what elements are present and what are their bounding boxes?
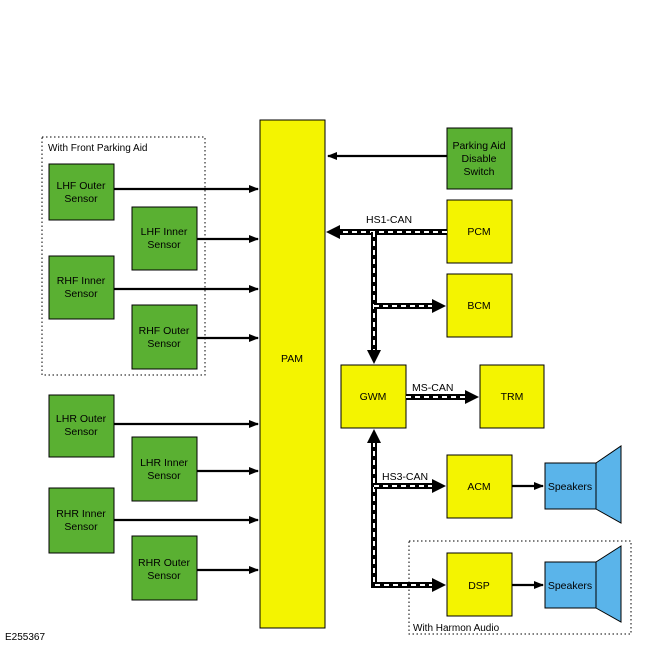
- svg-text:Sensor: Sensor: [64, 426, 98, 438]
- switch-line3: Switch: [464, 166, 495, 178]
- switch-line1: Parking Aid: [452, 140, 505, 152]
- sensor-rhf-inner-line1: RHF Inner: [57, 275, 106, 287]
- sensor-lhf-inner-line1: LHF Inner: [141, 226, 188, 238]
- arrowhead-trm: [465, 390, 479, 404]
- sensor-lhf-outer-line2: Sensor: [64, 193, 98, 205]
- harmon-audio-label: With Harmon Audio: [413, 623, 500, 634]
- trm-module: TRM: [479, 364, 545, 429]
- svg-text:Sensor: Sensor: [147, 338, 181, 350]
- svg-text:Parking Aid: Parking Aid: [452, 140, 505, 152]
- speakers-dsp-label: Speakers: [548, 580, 592, 592]
- pam-label: PAM: [281, 353, 303, 365]
- svg-text:Switch: Switch: [464, 166, 495, 178]
- sensor-rhr-inner-line2: Sensor: [64, 521, 98, 533]
- gwm-module: GWM: [340, 364, 407, 429]
- sensor-lhf-inner: LHF Inner Sensor: [131, 206, 198, 271]
- dsp-label: DSP: [468, 580, 490, 592]
- sensor-lhr-outer-line2: Sensor: [64, 426, 98, 438]
- sensor-rhr-outer: RHR Outer Sensor: [131, 535, 198, 601]
- switch-line2: Disable: [461, 153, 496, 165]
- svg-text:Sensor: Sensor: [64, 288, 98, 300]
- front-parking-aid-label: With Front Parking Aid: [48, 143, 147, 154]
- sensor-rhf-outer: RHF Outer Sensor: [131, 304, 198, 370]
- sensor-rhr-outer-line1: RHR Outer: [138, 557, 190, 569]
- svg-text:Sensor: Sensor: [147, 470, 181, 482]
- arrowhead-pam: [326, 225, 340, 239]
- dsp-module: DSP: [446, 552, 513, 617]
- sensor-lhf-inner-line2: Sensor: [147, 239, 181, 251]
- sensor-rhr-inner: RHR Inner Sensor: [48, 487, 115, 554]
- arrowhead-dsp: [432, 578, 446, 592]
- sensor-lhr-inner-line2: Sensor: [147, 470, 181, 482]
- bcm-module: BCM: [446, 273, 513, 338]
- arrowhead-acm: [432, 479, 446, 493]
- trm-label: TRM: [501, 391, 524, 403]
- can-buses: [336, 229, 466, 588]
- sensor-rhf-outer-line2: Sensor: [147, 338, 181, 350]
- ms-can-label: MS-CAN: [412, 382, 453, 394]
- parking-aid-disable-switch: Parking Aid Disable Switch: [446, 127, 513, 190]
- figure-id: E255367: [5, 632, 45, 643]
- sensor-arrows: [114, 185, 259, 574]
- sensor-lhr-inner: LHR Inner Sensor: [131, 436, 198, 502]
- sensor-lhf-outer: LHF Outer Sensor: [48, 163, 115, 221]
- harmon-audio-frame: [408, 540, 632, 635]
- speakers-acm-label: Speakers: [548, 481, 592, 493]
- sensor-rhr-inner-line1: RHR Inner: [56, 508, 106, 520]
- svg-text:Sensor: Sensor: [147, 239, 181, 251]
- gwm-label: GWM: [360, 391, 387, 403]
- svg-text:Disable: Disable: [461, 153, 496, 165]
- sensor-lhr-outer-line1: LHR Outer: [56, 413, 107, 425]
- speakers-dsp: Speakers: [544, 545, 622, 623]
- sensor-lhr-outer: LHR Outer Sensor: [48, 394, 115, 458]
- svg-text:RHF Inner: RHF Inner: [57, 275, 106, 287]
- pcm-label: PCM: [467, 226, 490, 238]
- svg-text:RHR Inner: RHR Inner: [56, 508, 106, 520]
- svg-text:RHF Outer: RHF Outer: [139, 325, 190, 337]
- pam-module: PAM: [259, 119, 326, 629]
- arrowhead-bcm: [432, 299, 446, 313]
- pcm-module: PCM: [446, 199, 513, 264]
- speakers-acm: Speakers: [544, 445, 622, 524]
- svg-text:Sensor: Sensor: [147, 570, 181, 582]
- sensor-rhr-outer-line2: Sensor: [147, 570, 181, 582]
- sensor-rhf-inner: RHF Inner Sensor: [48, 255, 115, 320]
- sensor-rhf-inner-line2: Sensor: [64, 288, 98, 300]
- svg-text:Sensor: Sensor: [64, 193, 98, 205]
- svg-text:RHR Outer: RHR Outer: [138, 557, 190, 569]
- svg-text:Sensor: Sensor: [64, 521, 98, 533]
- hs1-can-label: HS1-CAN: [366, 214, 412, 226]
- sensor-lhr-inner-line1: LHR Inner: [140, 457, 188, 469]
- svg-text:LHF Outer: LHF Outer: [56, 180, 106, 192]
- acm-label: ACM: [467, 481, 490, 493]
- svg-text:LHR Outer: LHR Outer: [56, 413, 107, 425]
- arrowhead-gwm-top: [367, 350, 381, 364]
- arrowhead-gwm-bottom: [367, 429, 381, 443]
- bus-arrowheads: [326, 225, 479, 592]
- svg-text:LHR Inner: LHR Inner: [140, 457, 188, 469]
- acm-module: ACM: [446, 454, 513, 519]
- svg-text:LHF Inner: LHF Inner: [141, 226, 188, 238]
- sensor-rhf-outer-line1: RHF Outer: [139, 325, 190, 337]
- hs3-can-label: HS3-CAN: [382, 471, 428, 483]
- sensor-lhf-outer-line1: LHF Outer: [56, 180, 106, 192]
- bcm-label: BCM: [467, 300, 490, 312]
- front-parking-aid-frame: [41, 136, 206, 376]
